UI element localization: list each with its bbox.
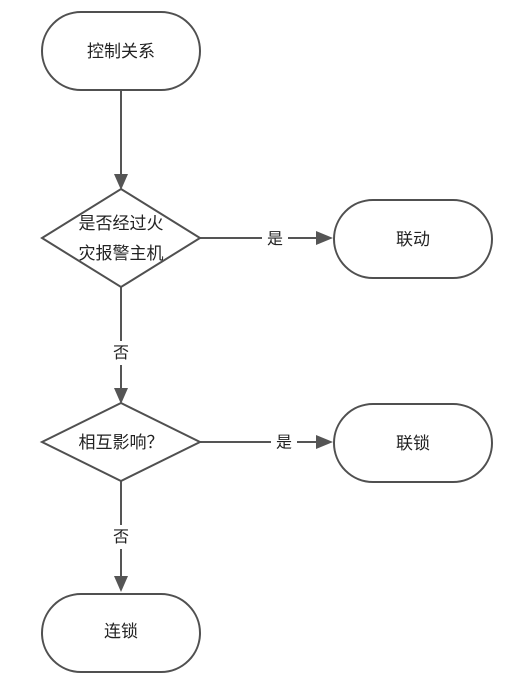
node-control-relation[interactable]: 控制关系 xyxy=(41,11,201,91)
node-linkage-label: 联动 xyxy=(396,230,430,250)
node-mutual-influence-label: 相互影响？ xyxy=(79,433,164,453)
edge-label-mutual-no: 否 xyxy=(113,527,129,546)
node-interlock-label: 联锁 xyxy=(396,434,430,454)
node-fire-alarm-decision-line1: 是否经过火 xyxy=(79,214,164,234)
node-linkage[interactable]: 联动 xyxy=(333,199,493,279)
edge-mutual-no: 否 xyxy=(110,481,134,592)
node-chain-lock-label: 连锁 xyxy=(104,622,138,642)
edge-fire-no: 否 xyxy=(110,287,134,404)
node-control-relation-label: 控制关系 xyxy=(87,42,155,62)
node-mutual-influence-decision[interactable]: 相互影响？ xyxy=(39,401,203,483)
edge-label-mutual-yes: 是 xyxy=(276,433,292,452)
edge-label-fire-no: 否 xyxy=(113,343,129,362)
edge-fire-yes: 是 xyxy=(200,228,333,250)
node-fire-alarm-decision[interactable]: 是否经过火 灾报警主机 xyxy=(40,187,202,289)
node-interlock[interactable]: 联锁 xyxy=(333,403,493,483)
node-fire-alarm-decision-line2: 灾报警主机 xyxy=(79,244,164,264)
edge-mutual-yes: 是 xyxy=(200,432,333,454)
edge-label-fire-yes: 是 xyxy=(267,229,283,248)
edge-start-to-fire-decision xyxy=(114,90,128,190)
node-chain-lock[interactable]: 连锁 xyxy=(41,593,201,673)
